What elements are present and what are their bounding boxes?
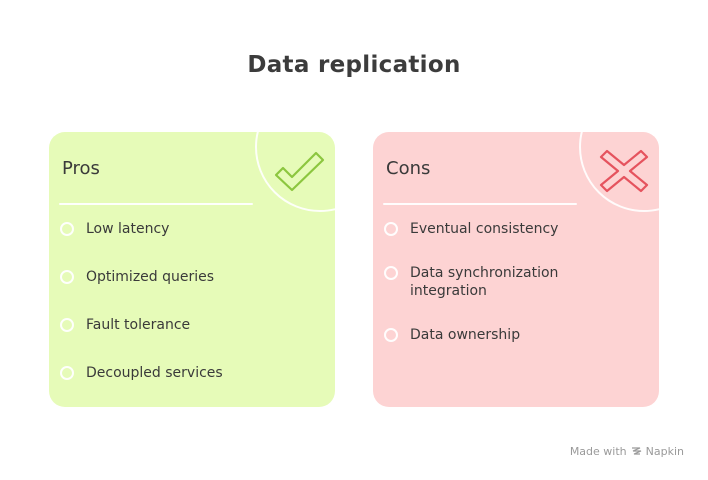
cons-list: Eventual consistency Data synchronizatio… (383, 220, 643, 370)
cons-item-label: Eventual consistency (410, 221, 559, 237)
cons-item: Eventual consistency (383, 220, 643, 238)
napkin-logo-icon (631, 447, 641, 455)
cons-divider (383, 203, 577, 205)
diagram-title: Data replication (247, 52, 461, 78)
pros-item: Low latency (59, 220, 319, 238)
cons-item-label: Data ownership (410, 327, 521, 343)
pros-item: Decoupled services (59, 364, 319, 382)
cons-card: Cons Eventual consistency Data synchroni… (373, 132, 659, 407)
pros-item-label: Decoupled services (86, 365, 223, 381)
pros-heading: Pros (62, 158, 100, 179)
bullet-circle-icon (384, 328, 398, 342)
footer-brand: Napkin (645, 445, 684, 458)
pros-item: Fault tolerance (59, 316, 319, 334)
pros-list: Low latency Optimized queries Fault tole… (59, 220, 319, 407)
footer-made-with: Made with (569, 445, 627, 458)
pros-item: Optimized queries (59, 268, 319, 286)
bullet-circle-icon (60, 366, 74, 380)
cons-item-label: Data synchronization integration (410, 265, 559, 299)
bullet-circle-icon (384, 222, 398, 236)
cons-heading: Cons (386, 158, 431, 179)
pros-divider (59, 203, 253, 205)
cons-item: Data ownership (383, 326, 643, 344)
x-mark-icon (599, 149, 649, 193)
pros-item-label: Optimized queries (86, 269, 215, 285)
bullet-circle-icon (60, 222, 74, 236)
bullet-circle-icon (384, 266, 398, 280)
pros-item-label: Fault tolerance (86, 317, 191, 333)
checkmark-icon (274, 151, 325, 192)
cons-item: Data synchronization integration (383, 264, 590, 300)
made-with-napkin-footer[interactable]: Made with Napkin (570, 445, 684, 458)
bullet-circle-icon (60, 270, 74, 284)
pros-item-label: Low latency (86, 221, 170, 237)
bullet-circle-icon (60, 318, 74, 332)
pros-card: Pros Low latency Optimized queries Fault… (49, 132, 335, 407)
